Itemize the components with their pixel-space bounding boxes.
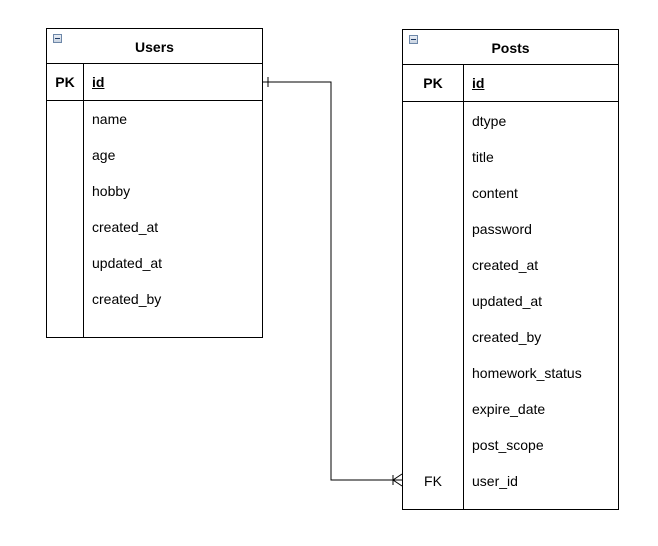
key-column-divider [463,65,464,509]
posts-field: created_by [472,329,542,345]
users-table-header: Users [47,29,262,64]
users-field: created_by [92,291,162,307]
posts-field: expire_date [472,401,546,417]
collapse-icon[interactable] [53,34,62,43]
pk-label: PK [55,74,75,90]
users-field: name [92,111,128,127]
posts-table-title: Posts [491,40,530,56]
users-field: hobby [92,183,131,199]
posts-table-header: Posts [403,30,618,65]
posts-field: updated_at [472,293,543,309]
users-field: created_at [92,219,159,235]
pk-label: PK [423,75,443,91]
posts-pk-row: PK id [403,65,618,102]
posts-field: dtype [472,113,507,129]
posts-field: homework_status [472,365,582,381]
many-cardinality-mark [392,473,403,487]
key-column-divider [83,64,84,337]
relationship-line [263,81,402,481]
users-field: updated_at [92,255,163,271]
users-table-title: Users [135,39,174,55]
posts-field: title [472,149,494,165]
posts-field: password [472,221,532,237]
posts-field: content [472,185,518,201]
posts-pk-field: id [472,75,485,91]
users-pk-field: id [92,74,105,90]
posts-field: created_at [472,257,539,273]
posts-table[interactable]: Posts PK id dtype title content password… [402,29,619,510]
users-field: age [92,147,116,163]
users-pk-row: PK id [47,64,262,101]
users-table[interactable]: Users PK id name age hobby created_at up… [46,28,263,338]
collapse-icon[interactable] [409,35,418,44]
posts-field: post_scope [472,437,544,453]
posts-fk-field: user_id [472,473,518,489]
fk-label: FK [424,473,442,489]
